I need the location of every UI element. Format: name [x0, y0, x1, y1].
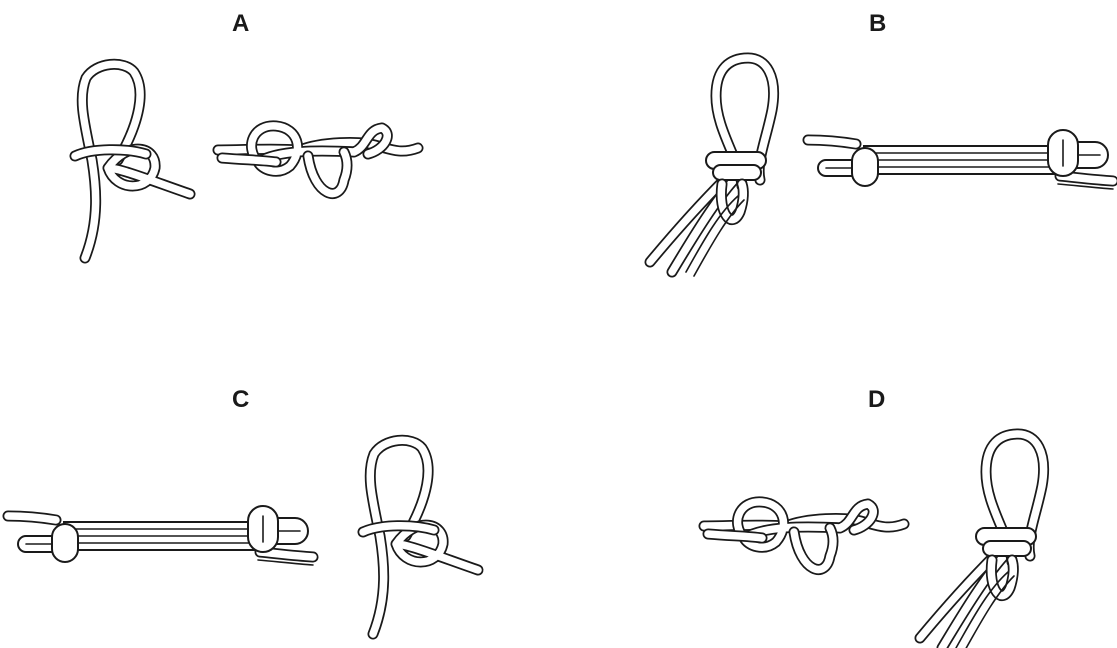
- knot-loop-c: [363, 440, 478, 634]
- knot-flat-a: [218, 126, 418, 194]
- knot-wrap-b: [650, 58, 774, 276]
- knot-loop-a: [75, 64, 190, 258]
- knot-long-c: [8, 506, 313, 565]
- knot-long-b: [808, 130, 1113, 189]
- knot-flat-d: [704, 502, 904, 570]
- knot-wrap-d: [920, 434, 1044, 648]
